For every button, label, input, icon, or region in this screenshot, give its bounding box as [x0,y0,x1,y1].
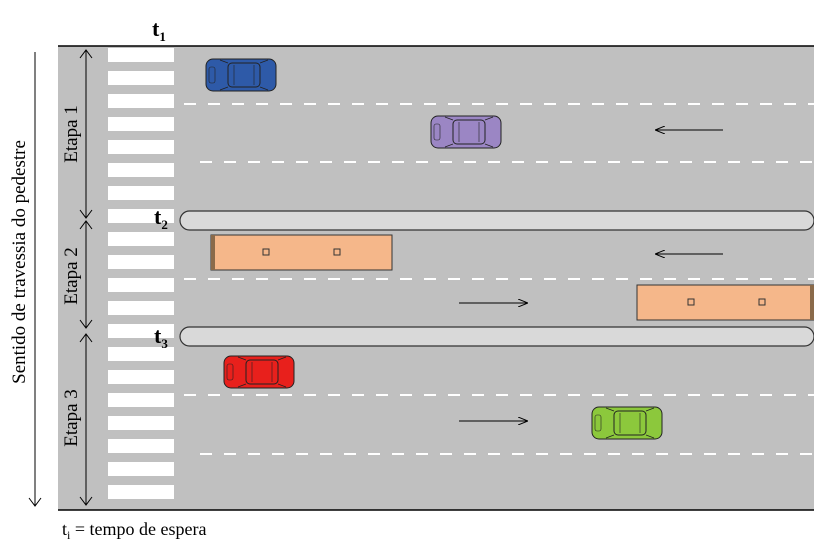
car-red [223,355,295,389]
median-island-2 [179,326,814,347]
car-blue [205,58,277,92]
stage-label-3: Etapa 3 [61,389,82,447]
zebra-crossing [108,48,174,499]
crossing-direction-label: Sentido de travessia do pedestre [9,140,30,384]
car-green [591,406,663,440]
bus-1 [210,234,393,271]
time-label-t3: t3 [154,323,168,351]
stage-label-1: Etapa 1 [61,105,82,163]
lane-markings [184,103,814,455]
time-label-t2: t2 [154,204,168,232]
car-purple [430,115,502,149]
crossing-direction-arrowhead [28,497,42,507]
time-label-t1: t1 [152,16,166,44]
bus-2 [636,284,814,321]
stage-label-2: Etapa 2 [61,247,82,305]
legend: ti = tempo de espera [62,519,206,542]
median-island-1 [179,210,814,231]
stage-dimension-lines [79,49,93,506]
